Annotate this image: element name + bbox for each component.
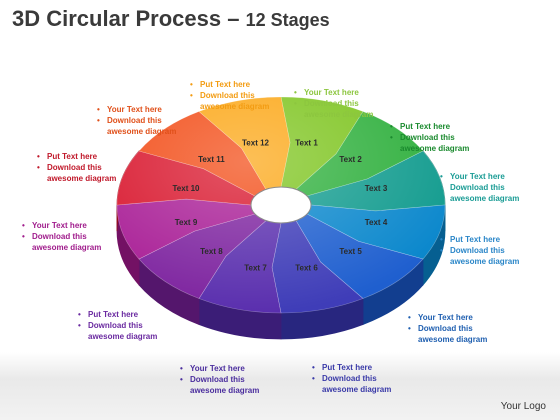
callout-3: • Put Text here • Download this awesome dia… [390,121,469,154]
callout-10: • Your Text here • Download this awesome di… [22,220,101,253]
callout-bullet: • [190,80,193,89]
callout-body: Download this awesome diagram [47,163,117,183]
segment-label-12: Text 12 [242,138,270,147]
callout-title: Put Text here [450,235,501,244]
callout-bullet: • [37,163,40,172]
title-main: 3D Circular Process [12,6,222,31]
title-dash: – [221,6,246,31]
callout-bullet: • [190,91,193,100]
segment-label-4: Text 4 [365,218,388,227]
callout-bullet: • [390,133,393,142]
callout-body: Download this awesome diagram [32,232,102,252]
callout-body: Download this awesome diagram [400,133,470,153]
callout-6: • Your Text here • Download this awesome di… [408,312,487,345]
callout-bullet: • [312,374,315,383]
callout-bullet: • [97,116,100,125]
callout-1: • Put Text here • Download this awesome dia… [190,79,269,112]
callout-body: Download this awesome diagram [107,116,177,136]
callout-body: Download this awesome diagram [450,246,520,266]
callout-bullet: • [22,232,25,241]
callout-bullet: • [390,122,393,131]
callout-bullet: • [294,99,297,108]
callout-bullet: • [440,172,443,181]
callout-title: Put Text here [400,122,451,131]
callout-body: Download this awesome diagram [190,375,260,395]
callout-bullet: • [22,221,25,230]
logo-text: Your Logo [500,401,546,412]
segment-label-7: Text 7 [244,264,267,273]
callout-bullet: • [440,183,443,192]
callout-4: • Your Text here • Download this awesome di… [440,171,519,204]
callout-body: Download this awesome diagram [450,183,520,203]
callout-7: • Put Text here • Download this awesome dia… [312,362,391,395]
callout-title: Your Text here [32,221,87,230]
callout-bullet: • [408,313,411,322]
segment-label-1: Text 1 [295,138,318,147]
segment-label-9: Text 9 [175,218,198,227]
callout-11: • Put Text here • Download this awesome dia… [37,151,116,184]
segment-label-8: Text 8 [200,247,223,256]
callout-body: Download this awesome diagram [88,321,158,341]
callout-bullet: • [97,105,100,114]
callout-bullet: • [78,321,81,330]
callout-title: Your Text here [190,364,245,373]
callout-bullet: • [37,152,40,161]
segment-label-2: Text 2 [339,155,362,164]
segment-label-3: Text 3 [365,184,388,193]
callout-title: Your Text here [304,88,359,97]
callout-8: • Your Text here • Download this awesome di… [180,363,259,396]
callout-title: Your Text here [107,105,162,114]
floor-shadow [0,352,560,420]
segment-label-6: Text 6 [295,264,318,273]
callout-bullet: • [440,246,443,255]
callout-bullet: • [180,364,183,373]
center-hole [250,186,312,224]
callout-title: Put Text here [88,310,139,319]
callout-body: Download this awesome diagram [200,91,270,111]
segment-label-10: Text 10 [173,184,201,193]
callout-body: Download this awesome diagram [304,99,374,119]
callout-title: Your Text here [418,313,473,322]
callout-12: • Your Text here • Download this awesome di… [97,104,176,137]
segment-label-5: Text 5 [339,247,362,256]
segment-labels: Text 1 Text 2 Text 3 Text 4 Text 5 Text 6 Text… [173,138,388,272]
callout-9: • Put Text here • Download this awesome dia… [78,309,157,342]
callout-title: Put Text here [322,363,373,372]
callout-title: Put Text here [200,80,251,89]
callout-title: Your Text here [450,172,505,181]
callout-bullet: • [294,88,297,97]
callout-body: Download this awesome diagram [418,324,488,344]
callout-bullet: • [408,324,411,333]
title-stages: 12 Stages [245,10,330,30]
callout-bullet: • [78,310,81,319]
callout-title: Put Text here [47,152,98,161]
callout-bullet: • [180,375,183,384]
callout-bullet: • [440,235,443,244]
segment-label-11: Text 11 [198,155,225,164]
callout-2: • Your Text here • Download this awesome di… [294,87,373,120]
callout-5: • Put Text here • Download this awesome dia… [440,234,519,267]
callout-bullet: • [312,363,315,372]
callout-body: Download this awesome diagram [322,374,392,394]
page-title: 3D Circular Process – 12 Stages [12,6,330,32]
